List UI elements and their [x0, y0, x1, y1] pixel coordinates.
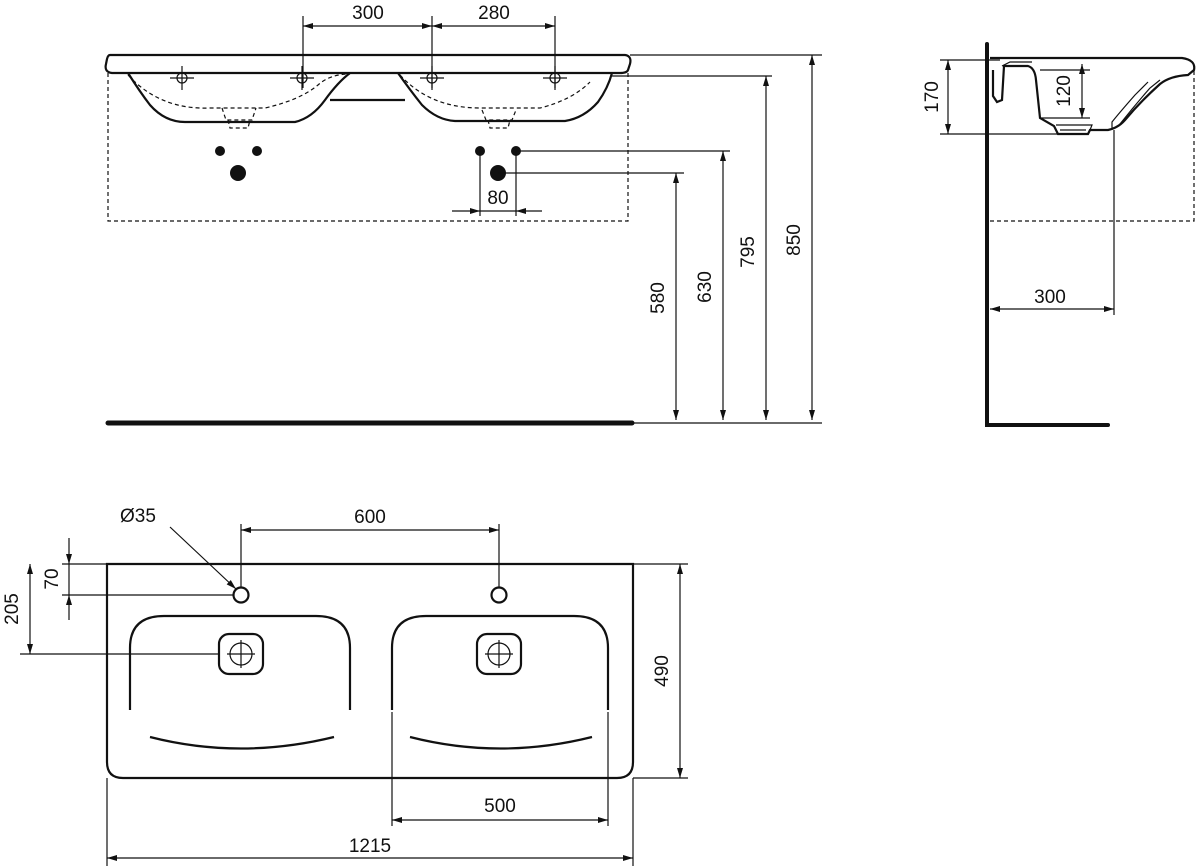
dim-bowl-height: 795	[738, 76, 769, 420]
dim-label-tap-hole-to-back: 70	[42, 568, 63, 589]
right-bowl-outline	[397, 72, 614, 123]
dim-label-basin-depth: 170	[922, 81, 943, 113]
dim-label-tap-hole-diameter: Ø35	[120, 506, 156, 527]
supply-point-left-1	[215, 146, 225, 156]
dim-label-tap-centres: 600	[354, 507, 386, 528]
basin-side-profile	[990, 56, 1196, 136]
wall-and-floor	[985, 42, 1110, 427]
dim-tap-spacing-left: 300	[302, 3, 433, 88]
dim-bowl-width: 500	[392, 796, 608, 823]
dim-tap-hole-diameter: Ø35	[120, 506, 237, 590]
dim-rim-height: 850	[784, 55, 815, 420]
tap-marker-left-inner	[290, 66, 314, 90]
tap-marker-left-outer	[170, 66, 194, 90]
dim-label-tap-spacing-left: 300	[352, 3, 384, 24]
dim-bowl-depth: 120	[1054, 64, 1085, 118]
dim-label-depth: 490	[652, 655, 673, 687]
left-bowl-plan	[128, 614, 352, 710]
dim-label-tap-spacing-right: 280	[478, 3, 510, 24]
basin-rim-outline	[104, 53, 632, 75]
dim-label-trap-distance: 300	[1034, 287, 1066, 308]
dim-trap-distance: 300	[990, 130, 1115, 315]
dim-label-waste-to-back: 205	[2, 593, 23, 625]
right-tap-hole	[490, 524, 508, 604]
vanity-unit-hidden	[107, 73, 629, 222]
left-tap-hole	[232, 524, 250, 604]
dim-tap-centres: 600	[241, 507, 499, 533]
dim-waste-height: 580	[648, 173, 679, 420]
dim-overall-width: 1215	[107, 836, 633, 861]
dim-label-rim-height: 850	[784, 224, 805, 256]
dim-label-bowl-width: 500	[484, 796, 516, 817]
dim-label-supply-height: 630	[695, 271, 716, 303]
side-view: 170 120 300	[922, 42, 1196, 427]
dim-tap-hole-to-back: 70	[42, 538, 72, 620]
waste-point-left	[230, 165, 246, 181]
dim-supply-height: 630	[695, 151, 726, 420]
dim-waste-offset: 80	[452, 151, 542, 216]
top-view: Ø35 600 70 205 490 500	[2, 506, 688, 866]
right-drain	[475, 632, 523, 676]
dim-label-bowl-height: 795	[738, 236, 759, 268]
supply-point-left-2	[252, 146, 262, 156]
dim-label-overall-width: 1215	[349, 836, 391, 857]
dim-label-bowl-depth: 120	[1054, 75, 1075, 107]
left-bowl-outline	[127, 72, 351, 124]
dim-depth: 490	[652, 564, 683, 778]
left-drain	[217, 632, 265, 676]
dim-tap-spacing-right: 280	[432, 3, 556, 88]
dim-waste-to-back: 205	[2, 564, 33, 654]
front-view: 300 280 80 580 630 795	[104, 3, 822, 426]
dim-label-waste-offset: 80	[487, 188, 508, 209]
dim-basin-depth: 170	[922, 60, 951, 134]
right-bowl-plan	[390, 614, 610, 710]
basin-plan-outline	[105, 562, 635, 780]
dim-label-waste-height: 580	[648, 282, 669, 314]
